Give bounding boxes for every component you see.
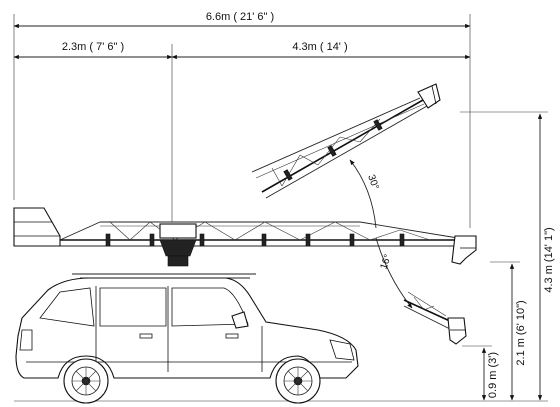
crane-arm-horizontal — [13, 207, 477, 265]
front-length-label: 4.3m ( 14' ) — [292, 41, 347, 53]
front-wheel — [275, 358, 321, 404]
angle-up-indicator: 30° — [349, 159, 381, 229]
min-height-label: 0.9 m (3') — [487, 352, 499, 398]
dimension-mount-height: 2.1 m (6' 10") — [490, 261, 527, 401]
vehicle-suv — [15, 273, 359, 404]
max-height-label: 4.3 m (14' 1") — [543, 227, 555, 292]
mount-height-label: 2.1 m (6' 10") — [515, 300, 527, 365]
counterweight — [13, 207, 61, 247]
angle-down-label: 16° — [378, 253, 394, 271]
angle-down-indicator: 16° — [375, 237, 413, 309]
camera-head — [451, 235, 477, 265]
rear-length-label: 2.3m ( 7' 6" ) — [62, 41, 124, 53]
crane-arm-raised — [251, 83, 441, 199]
dimension-min-height: 0.9 m (3') — [462, 345, 499, 401]
crane-pivot-mount — [159, 223, 197, 267]
angle-up-label: 30° — [365, 173, 381, 191]
rear-wheel — [63, 358, 109, 404]
dimension-front-length: 4.3m ( 14' ) — [171, 41, 471, 60]
dimension-total-length: 6.6m ( 21' 6" ) — [13, 11, 471, 228]
total-length-label: 6.6m ( 21' 6" ) — [206, 11, 274, 23]
dimension-rear-length: 2.3m ( 7' 6" ) — [13, 41, 173, 222]
dimension-max-height: 4.3 m (14' 1") — [460, 111, 555, 401]
crane-arm-lowered — [403, 291, 467, 345]
